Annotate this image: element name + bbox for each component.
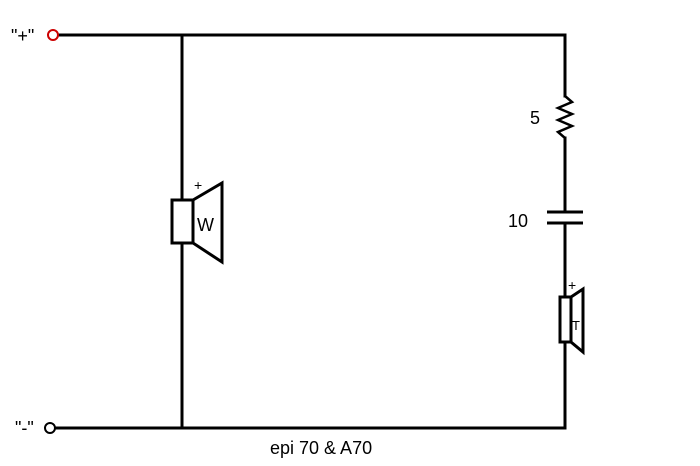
woofer-polarity: + <box>194 177 202 193</box>
capacitor-value: 10 <box>508 211 528 231</box>
tweeter-letter: T <box>572 318 580 333</box>
tweeter-polarity: + <box>568 277 576 293</box>
positive-terminal-label: "+" <box>11 26 34 46</box>
negative-terminal-icon <box>44 422 56 434</box>
positive-terminal-icon <box>47 29 59 41</box>
tweeter-magnet <box>558 295 573 344</box>
woofer-speaker-icon <box>170 180 224 265</box>
woofer-cone <box>191 180 224 265</box>
diagram-caption: epi 70 & A70 <box>270 438 372 458</box>
capacitor-icon <box>547 210 583 225</box>
resistor-value: 5 <box>530 108 540 128</box>
resistor-icon <box>554 95 576 139</box>
wires <box>53 33 567 430</box>
woofer-letter: W <box>197 215 214 235</box>
woofer-magnet <box>170 198 195 245</box>
tweeter-cone <box>569 286 585 356</box>
tweeter-speaker-icon <box>558 286 585 356</box>
negative-terminal-label: "-" <box>15 418 34 438</box>
